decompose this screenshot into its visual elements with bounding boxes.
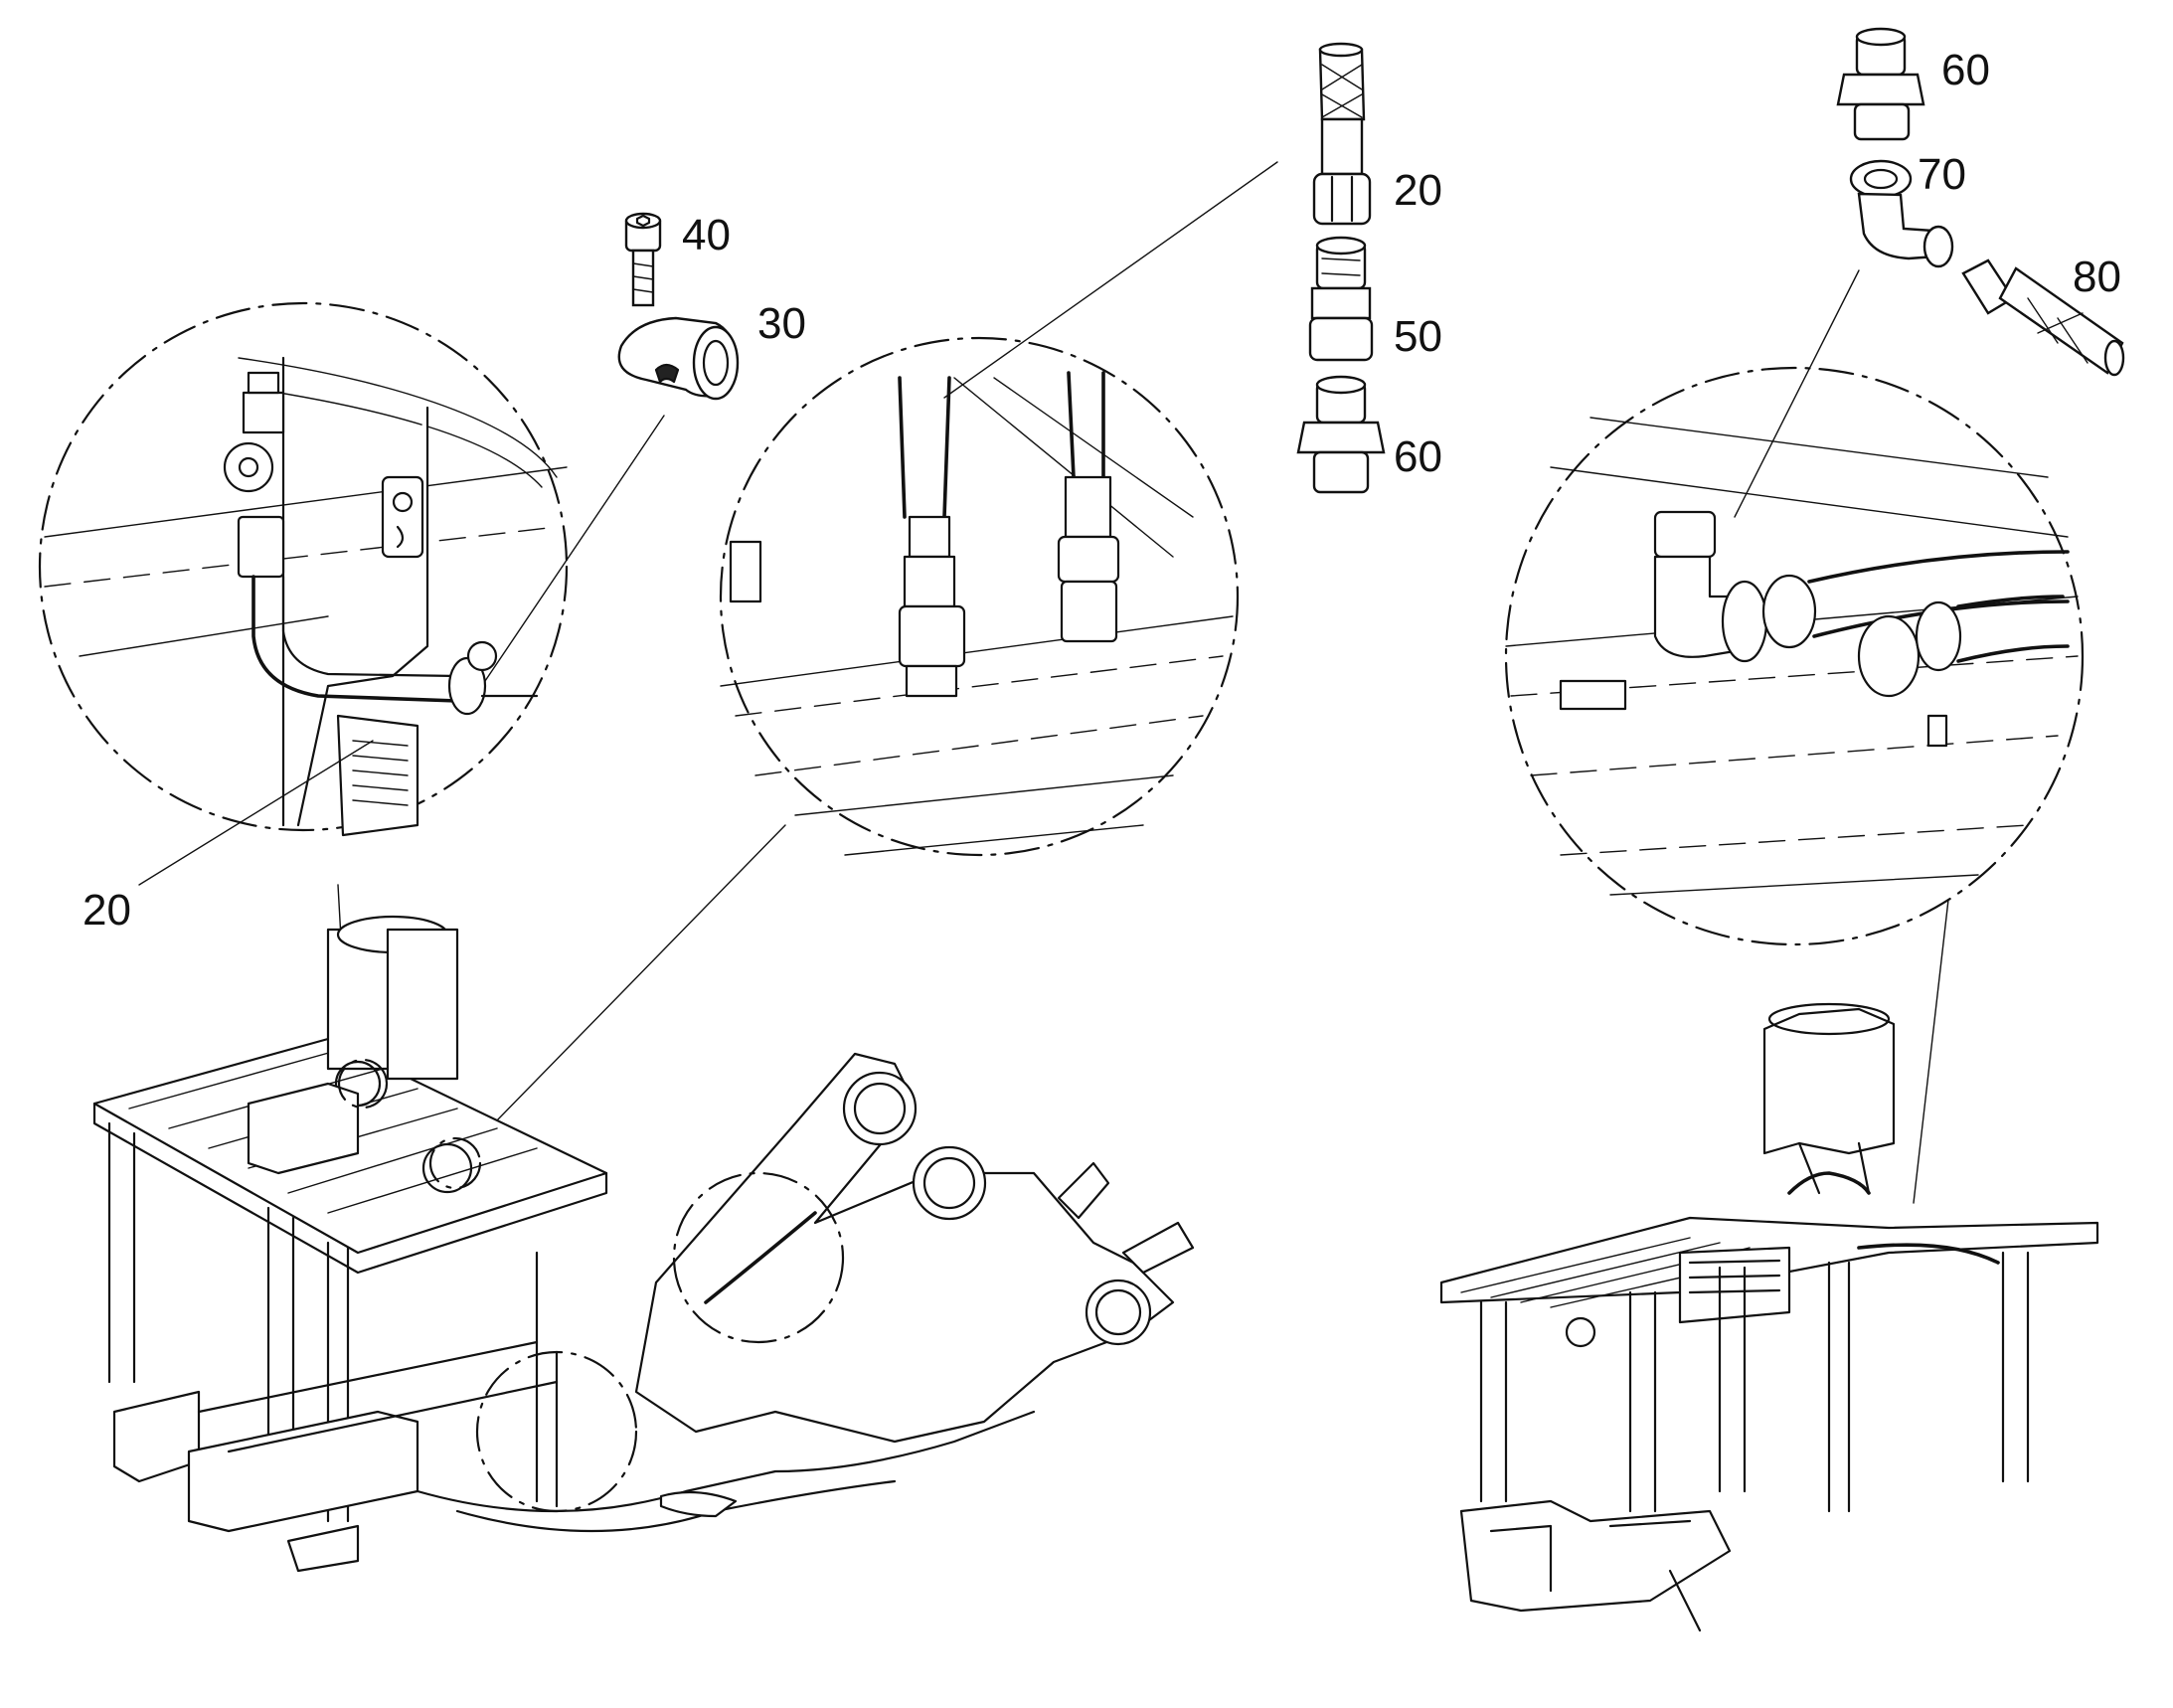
machine-assembly-right [1439, 1002, 2099, 1632]
detail-circle-right [1504, 366, 2085, 946]
callout-60-middle: 60 [1394, 432, 1442, 481]
hose-clamp-icon [617, 316, 740, 401]
union-nipple-icon [1296, 375, 1386, 494]
callout-20-left: 20 [83, 886, 131, 935]
callout-30: 30 [757, 299, 806, 348]
hose-end-fitting-icon [1312, 42, 1372, 226]
elbow-fitting-icon [1849, 159, 1954, 268]
callout-60-right: 60 [1941, 46, 1990, 94]
callout-50: 50 [1394, 312, 1442, 361]
detail-circle-middle [719, 336, 1240, 857]
detail-circle-left [38, 301, 569, 837]
machine-assembly-left [92, 915, 1195, 1573]
union-nipple-icon-right [1836, 27, 1925, 141]
callout-70: 70 [1918, 150, 1966, 199]
callout-40: 40 [682, 211, 731, 259]
socket-head-screw-icon [624, 212, 662, 307]
straight-adapter-icon [1308, 236, 1374, 362]
callout-80: 80 [2073, 253, 2121, 301]
hose-with-nut-icon [1961, 258, 2125, 377]
callout-20-top: 20 [1394, 166, 1442, 215]
